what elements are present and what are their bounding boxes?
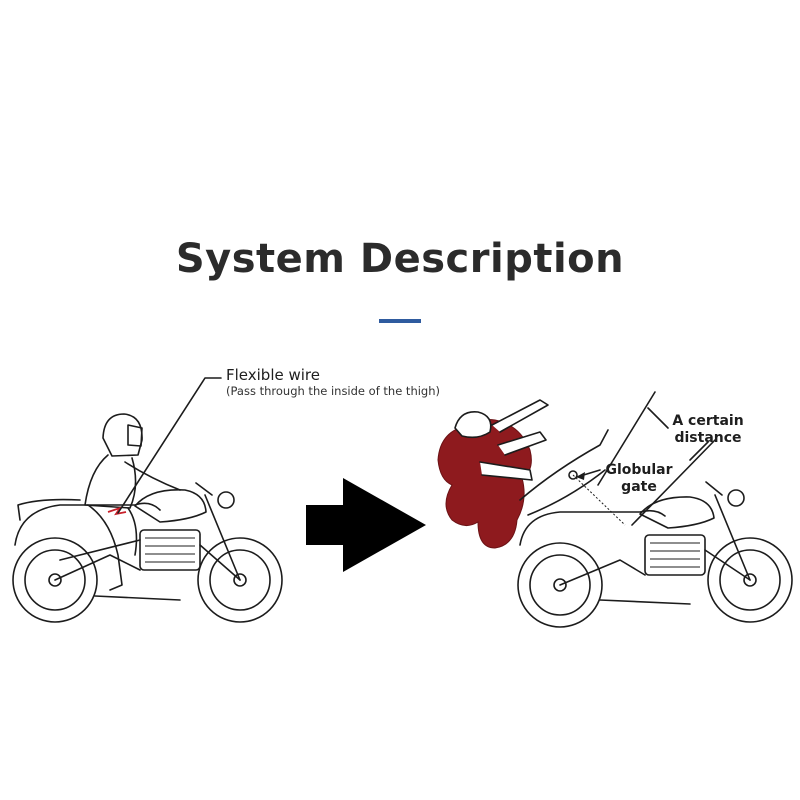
- label-globular-gate-line1: Globular: [605, 462, 673, 478]
- label-globular-gate: Globular gate: [602, 462, 676, 496]
- label-certain-distance-line2: distance: [674, 430, 742, 446]
- arrow-right-icon: [306, 478, 426, 572]
- label-certain-distance-line1: A certain: [672, 413, 744, 429]
- label-flexible-wire-note: (Pass through the inside of the thigh): [226, 384, 440, 398]
- motorcycle-rider-icon: [12, 377, 283, 623]
- label-certain-distance: A certain distance: [668, 413, 748, 447]
- label-flexible-wire: Flexible wire: [226, 366, 320, 384]
- title-underline: [379, 319, 421, 323]
- airbag-deployed-icon: [437, 391, 793, 628]
- page-title: System Description: [175, 236, 625, 282]
- label-globular-gate-line2: gate: [621, 479, 657, 495]
